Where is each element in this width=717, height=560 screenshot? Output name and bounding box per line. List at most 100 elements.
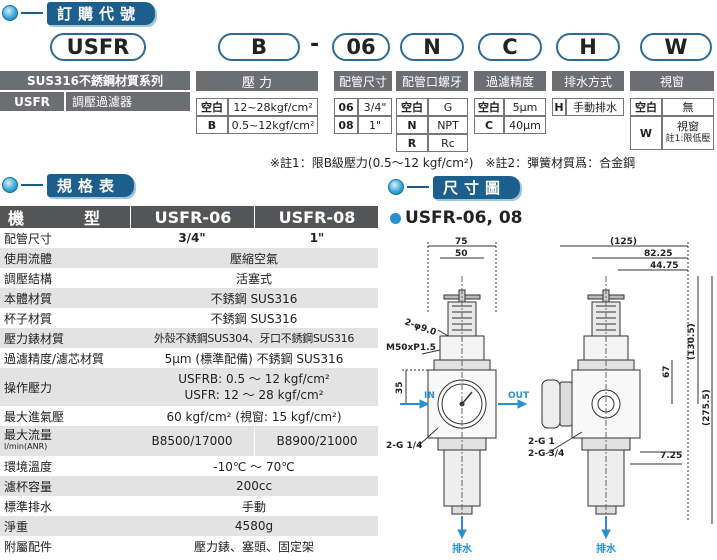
pressure-value-1: 0.5~12kgf/cm²	[228, 116, 318, 134]
spec-label: 調壓結構	[4, 271, 53, 286]
code-pressure: B	[218, 33, 300, 61]
spec-table-header: 機 型 USFR-06 USFR-08	[0, 206, 378, 228]
spec-label: 環境溫度	[4, 459, 53, 474]
dimension-drawing: 75 50 (125) 82.25 44.75 2-φ9.0 M50xP1.5 …	[386, 237, 713, 555]
dim-125: (125)	[610, 237, 637, 247]
spec-value: 壓縮空氣	[229, 251, 278, 266]
bullet-icon	[2, 5, 18, 21]
spec-label: 過濾精度/濾芯材質	[4, 351, 105, 366]
spec-value-line2: USFR: 12 ～ 28 kgf/cm²	[184, 388, 324, 402]
spec-value: USFRB: 0.5 ～ 12 kgf/cm² USFR: 12 ～ 28 kg…	[130, 368, 378, 406]
series-tag: SUS316不銹鋼材質系列	[0, 71, 190, 90]
table-row: 壓力錶材質 外殼不銹鋼SUS304、牙口不銹鋼SUS316	[0, 328, 378, 348]
filter-value-1: 40μm	[504, 116, 546, 134]
spec-label: 最大流量 l/min(ANR)	[0, 426, 130, 456]
code-filter: C	[478, 33, 542, 61]
dim-725: 7.25	[660, 451, 682, 461]
spec-label: 標準排水	[4, 499, 53, 514]
spec-header-label: 機 型	[7, 209, 122, 228]
spec-header-col2: USFR-08	[254, 206, 379, 228]
window-value-1: 視窗 註1:限低壓	[662, 116, 714, 150]
spec-value: 不銹鋼 SUS316	[210, 291, 298, 306]
table-row: 環境溫度 -10℃ ～ 70℃	[0, 456, 378, 476]
thread-code-1: N	[396, 116, 428, 134]
spec-value: -10℃ ～ 70℃	[213, 459, 295, 474]
dim-67: 67	[662, 365, 672, 378]
spec-col2: 1"	[254, 228, 379, 248]
spec-col2: B8900/21000	[254, 426, 379, 456]
table-row: 附屬配件 壓力錶、塞頭、固定架	[0, 536, 378, 556]
label-port-right-1: 2-G 1	[528, 437, 555, 447]
code-series: USFR	[50, 33, 146, 61]
dim-1305: (130.5)	[687, 323, 697, 360]
spec-label: 杯子材質	[4, 311, 53, 326]
specs-banner-title: 規格表	[47, 173, 135, 197]
filter-code-0: 空白	[474, 98, 504, 116]
label-port-right-2: 2-G 3/4	[528, 449, 564, 459]
size-header: 配管尺寸	[334, 71, 392, 91]
filter-value-0: 5μm	[504, 98, 546, 116]
ordering-banner: 訂購代號	[2, 1, 156, 25]
dim-50: 50	[455, 249, 468, 259]
window-code-1: W	[630, 116, 662, 150]
spec-value: 手動	[241, 499, 266, 514]
spec-value: 60 kgf/cm² (視窗: 15 kgf/cm²)	[166, 409, 342, 424]
dim-8225: 82.25	[644, 249, 672, 259]
thread-header: 配管口螺牙	[396, 71, 468, 91]
spec-value: 外殼不銹鋼SUS304、牙口不銹鋼SUS316	[153, 332, 355, 345]
spec-label: 操作壓力	[4, 380, 53, 395]
dim-2755: (275.5)	[702, 389, 712, 426]
spec-label: 濾杯容量	[4, 479, 53, 494]
spec-label: 使用流體	[4, 251, 53, 266]
spec-value: 4580g	[234, 519, 274, 533]
table-row: 標準排水 手動	[0, 496, 378, 516]
label-thread: M50xP1.5	[386, 343, 436, 353]
bullet-icon	[2, 177, 18, 193]
series-code: USFR	[0, 92, 64, 111]
drain-arrow-icon	[601, 529, 611, 540]
label-hole: 2-φ9.0	[403, 317, 437, 338]
table-row: 最大進氣壓 60 kgf/cm² (視窗: 15 kgf/cm²)	[0, 406, 378, 426]
spec-value: 5μm (標準配備) 不銹鋼 SUS316	[164, 351, 344, 366]
spec-label: 附屬配件	[4, 539, 53, 554]
filter-code-1: C	[474, 116, 504, 134]
table-row: 淨重 4580g	[0, 516, 378, 536]
spec-value: 200cc	[235, 479, 273, 493]
spec-label: 配管尺寸	[4, 231, 53, 246]
label-drain-left: 排水	[452, 542, 473, 555]
window-value-0: 無	[662, 98, 714, 116]
window-code-0: 空白	[630, 98, 662, 116]
table-row: 本體材質 不銹鋼 SUS316	[0, 288, 378, 308]
spec-value-line1: USFRB: 0.5 ～ 12 kgf/cm²	[178, 372, 330, 386]
spec-label: 最大進氣壓	[4, 409, 65, 424]
window-header: 視窗	[630, 71, 714, 91]
label-port-left: 2-G 1/4	[386, 441, 422, 451]
dimensions-banner-title: 尺寸圖	[433, 175, 521, 199]
spec-value: 不銹鋼 SUS316	[210, 311, 298, 326]
code-dash: -	[310, 32, 320, 57]
dim-35: 35	[395, 381, 405, 394]
series-desc: 調壓過濾器	[66, 92, 190, 111]
dimensions-banner: 尺寸圖	[388, 175, 521, 199]
table-row: 操作壓力 USFRB: 0.5 ～ 12 kgf/cm² USFR: 12 ～ …	[0, 368, 378, 406]
window-value-1-text: 視窗	[677, 120, 699, 133]
in-arrow-icon	[419, 399, 430, 409]
thread-code-0: 空白	[396, 98, 428, 116]
bullet-icon	[388, 179, 404, 195]
table-row: 調壓結構 活塞式	[0, 268, 378, 288]
spec-label-sub: l/min(ANR)	[4, 442, 48, 451]
label-in: IN	[424, 391, 435, 401]
drain-value-0: 手動排水	[566, 98, 624, 116]
dim-75: 75	[455, 237, 468, 247]
label-drain-right: 排水	[596, 542, 617, 555]
spec-col1: B8500/17000	[151, 434, 233, 448]
label-out: OUT	[508, 391, 530, 401]
window-value-1-note: 註1:限低壓	[665, 134, 711, 144]
thread-value-2: Rc	[428, 134, 468, 152]
code-window: W	[640, 33, 712, 61]
size-code-1: 08	[334, 116, 358, 134]
spec-label: 淨重	[4, 519, 29, 534]
spec-value: 壓力錶、塞頭、固定架	[193, 539, 314, 554]
specs-banner: 規格表	[2, 173, 135, 197]
model-title: USFR-06, 08	[390, 208, 523, 228]
